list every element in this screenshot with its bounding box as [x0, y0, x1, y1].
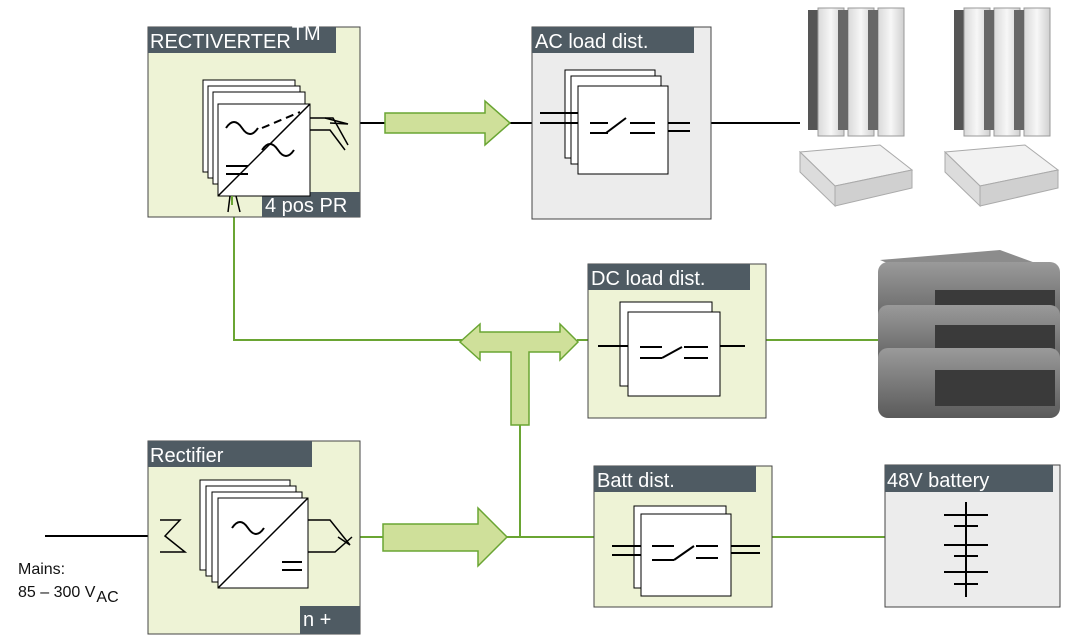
flow-arrow-dc: [382, 506, 509, 568]
battery-cells-icon: [944, 502, 988, 597]
connection-lines: [45, 122, 887, 538]
rectifier-module-icon: [160, 479, 353, 589]
rectiverter-title: RECTIVERTER: [150, 31, 291, 53]
flow-arrow-ac: [384, 99, 512, 147]
rectiverter-block: RECTIVERTER TM 4 pos PR: [147, 23, 361, 218]
battery-block: 48V battery: [884, 464, 1061, 608]
t-junction-arrow: [458, 322, 580, 426]
batt-dist-title: Batt dist.: [597, 470, 675, 492]
mains-range-subscript: AC: [96, 589, 118, 606]
battery-title: 48V battery: [887, 470, 989, 492]
rack-server-icon: [808, 7, 1051, 137]
rectiverter-trademark: TM: [292, 23, 321, 45]
dc-equipment-stack-icon: [878, 250, 1060, 418]
rectifier-title: Rectifier: [150, 445, 224, 467]
ac-inverter-icon: [202, 79, 349, 213]
switch-icon: [612, 505, 760, 597]
mains-title: Mains:: [18, 561, 65, 578]
mains-label: Mains: 85 – 300 V AC: [18, 561, 119, 606]
switch-icon: [598, 301, 745, 397]
rectifier-badge: n +: [303, 609, 331, 631]
switch-icon: [540, 69, 690, 175]
mains-range: 85 – 300 V: [18, 584, 96, 601]
rectifier-block: Rectifier n +: [147, 440, 361, 635]
ac-load-title: AC load dist.: [535, 31, 648, 53]
dc-load-dist-block: DC load dist.: [587, 263, 767, 419]
dc-load-title: DC load dist.: [591, 268, 706, 290]
equipment-shelf-icon: [798, 144, 1060, 208]
rectiverter-badge: 4 pos PR: [265, 195, 347, 217]
batt-dist-block: Batt dist.: [593, 465, 773, 608]
ac-load-dist-block: AC load dist.: [531, 26, 712, 220]
